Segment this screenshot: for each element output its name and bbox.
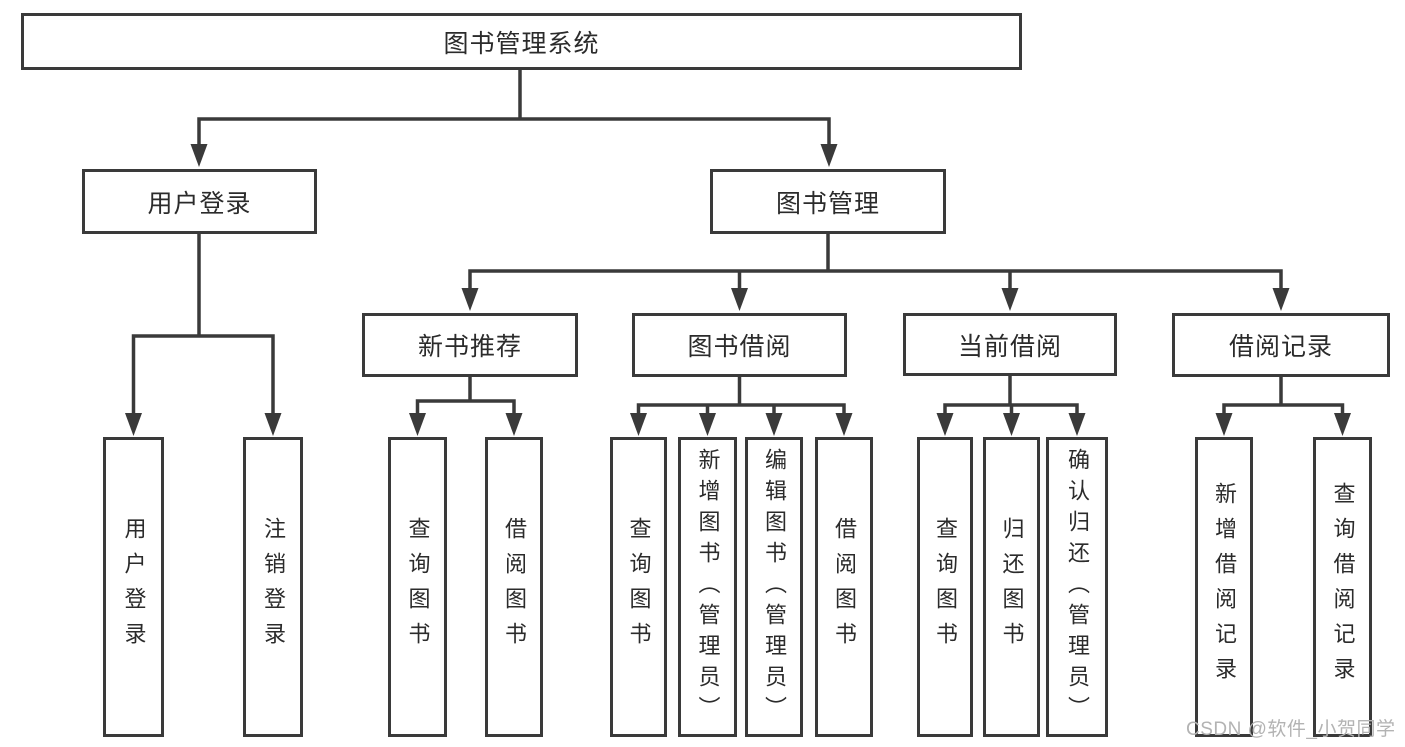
leaf-bb-add-book-admin: 新增图书（管理员） <box>678 437 737 737</box>
leaf-nb-query-book: 查询图书 <box>388 437 447 737</box>
leaf-bb-query-book: 查询图书 <box>610 437 667 737</box>
leaf-cb-return-book: 归还图书 <box>983 437 1040 737</box>
node-book-borrow-label: 图书借阅 <box>687 333 792 361</box>
arrowheads <box>125 144 1351 436</box>
leaf-user-login: 用户登录 <box>103 437 164 737</box>
leaf-nb-borrow-book-label: 借阅图书 <box>502 517 527 657</box>
leaf-cb-confirm-return-admin-label: 确认归还（管理员） <box>1065 447 1090 727</box>
csdn-watermark: CSDN @软件_小贺同学 <box>1186 719 1396 740</box>
leaf-bb-borrow-book-label: 借阅图书 <box>832 517 857 657</box>
node-current-borrow: 当前借阅 <box>903 313 1117 376</box>
leaf-cb-confirm-return-admin: 确认归还（管理员） <box>1046 437 1108 737</box>
node-book-borrow: 图书借阅 <box>632 313 847 377</box>
node-root-system: 图书管理系统 <box>21 13 1022 70</box>
leaf-bb-query-book-label: 查询图书 <box>626 517 652 657</box>
leaf-nb-query-book-label: 查询图书 <box>405 517 431 657</box>
leaf-br-query-record: 查询借阅记录 <box>1313 437 1372 737</box>
node-book-management-label: 图书管理 <box>775 189 880 218</box>
leaf-nb-borrow-book: 借阅图书 <box>485 437 543 737</box>
leaf-cb-return-book-label: 归还图书 <box>999 517 1025 657</box>
leaf-logout-label: 注销登录 <box>261 517 286 657</box>
leaf-user-login-label: 用户登录 <box>121 517 147 657</box>
node-user-login-label: 用户登录 <box>147 189 252 218</box>
node-current-borrow-label: 当前借阅 <box>957 332 1062 361</box>
node-user-login: 用户登录 <box>82 169 317 234</box>
leaf-bb-add-book-admin-label: 新增图书（管理员） <box>695 447 721 727</box>
leaf-cb-query-book: 查询图书 <box>917 437 973 737</box>
leaf-br-add-record-label: 新增借阅记录 <box>1212 482 1237 692</box>
node-borrow-record: 借阅记录 <box>1172 313 1390 377</box>
leaf-bb-edit-book-admin-label: 编辑图书（管理员） <box>762 447 787 727</box>
leaf-logout: 注销登录 <box>243 437 303 737</box>
leaf-cb-query-book-label: 查询图书 <box>933 517 958 657</box>
node-borrow-record-label: 借阅记录 <box>1228 333 1333 361</box>
node-book-management: 图书管理 <box>710 169 946 234</box>
leaf-bb-borrow-book: 借阅图书 <box>815 437 873 737</box>
node-new-book-recommend: 新书推荐 <box>362 313 578 377</box>
node-root-label: 图书管理系统 <box>443 29 600 58</box>
node-new-book-recommend-label: 新书推荐 <box>417 333 522 361</box>
leaf-br-query-record-label: 查询借阅记录 <box>1330 482 1356 692</box>
leaf-br-add-record: 新增借阅记录 <box>1195 437 1253 737</box>
leaf-bb-edit-book-admin: 编辑图书（管理员） <box>745 437 803 737</box>
